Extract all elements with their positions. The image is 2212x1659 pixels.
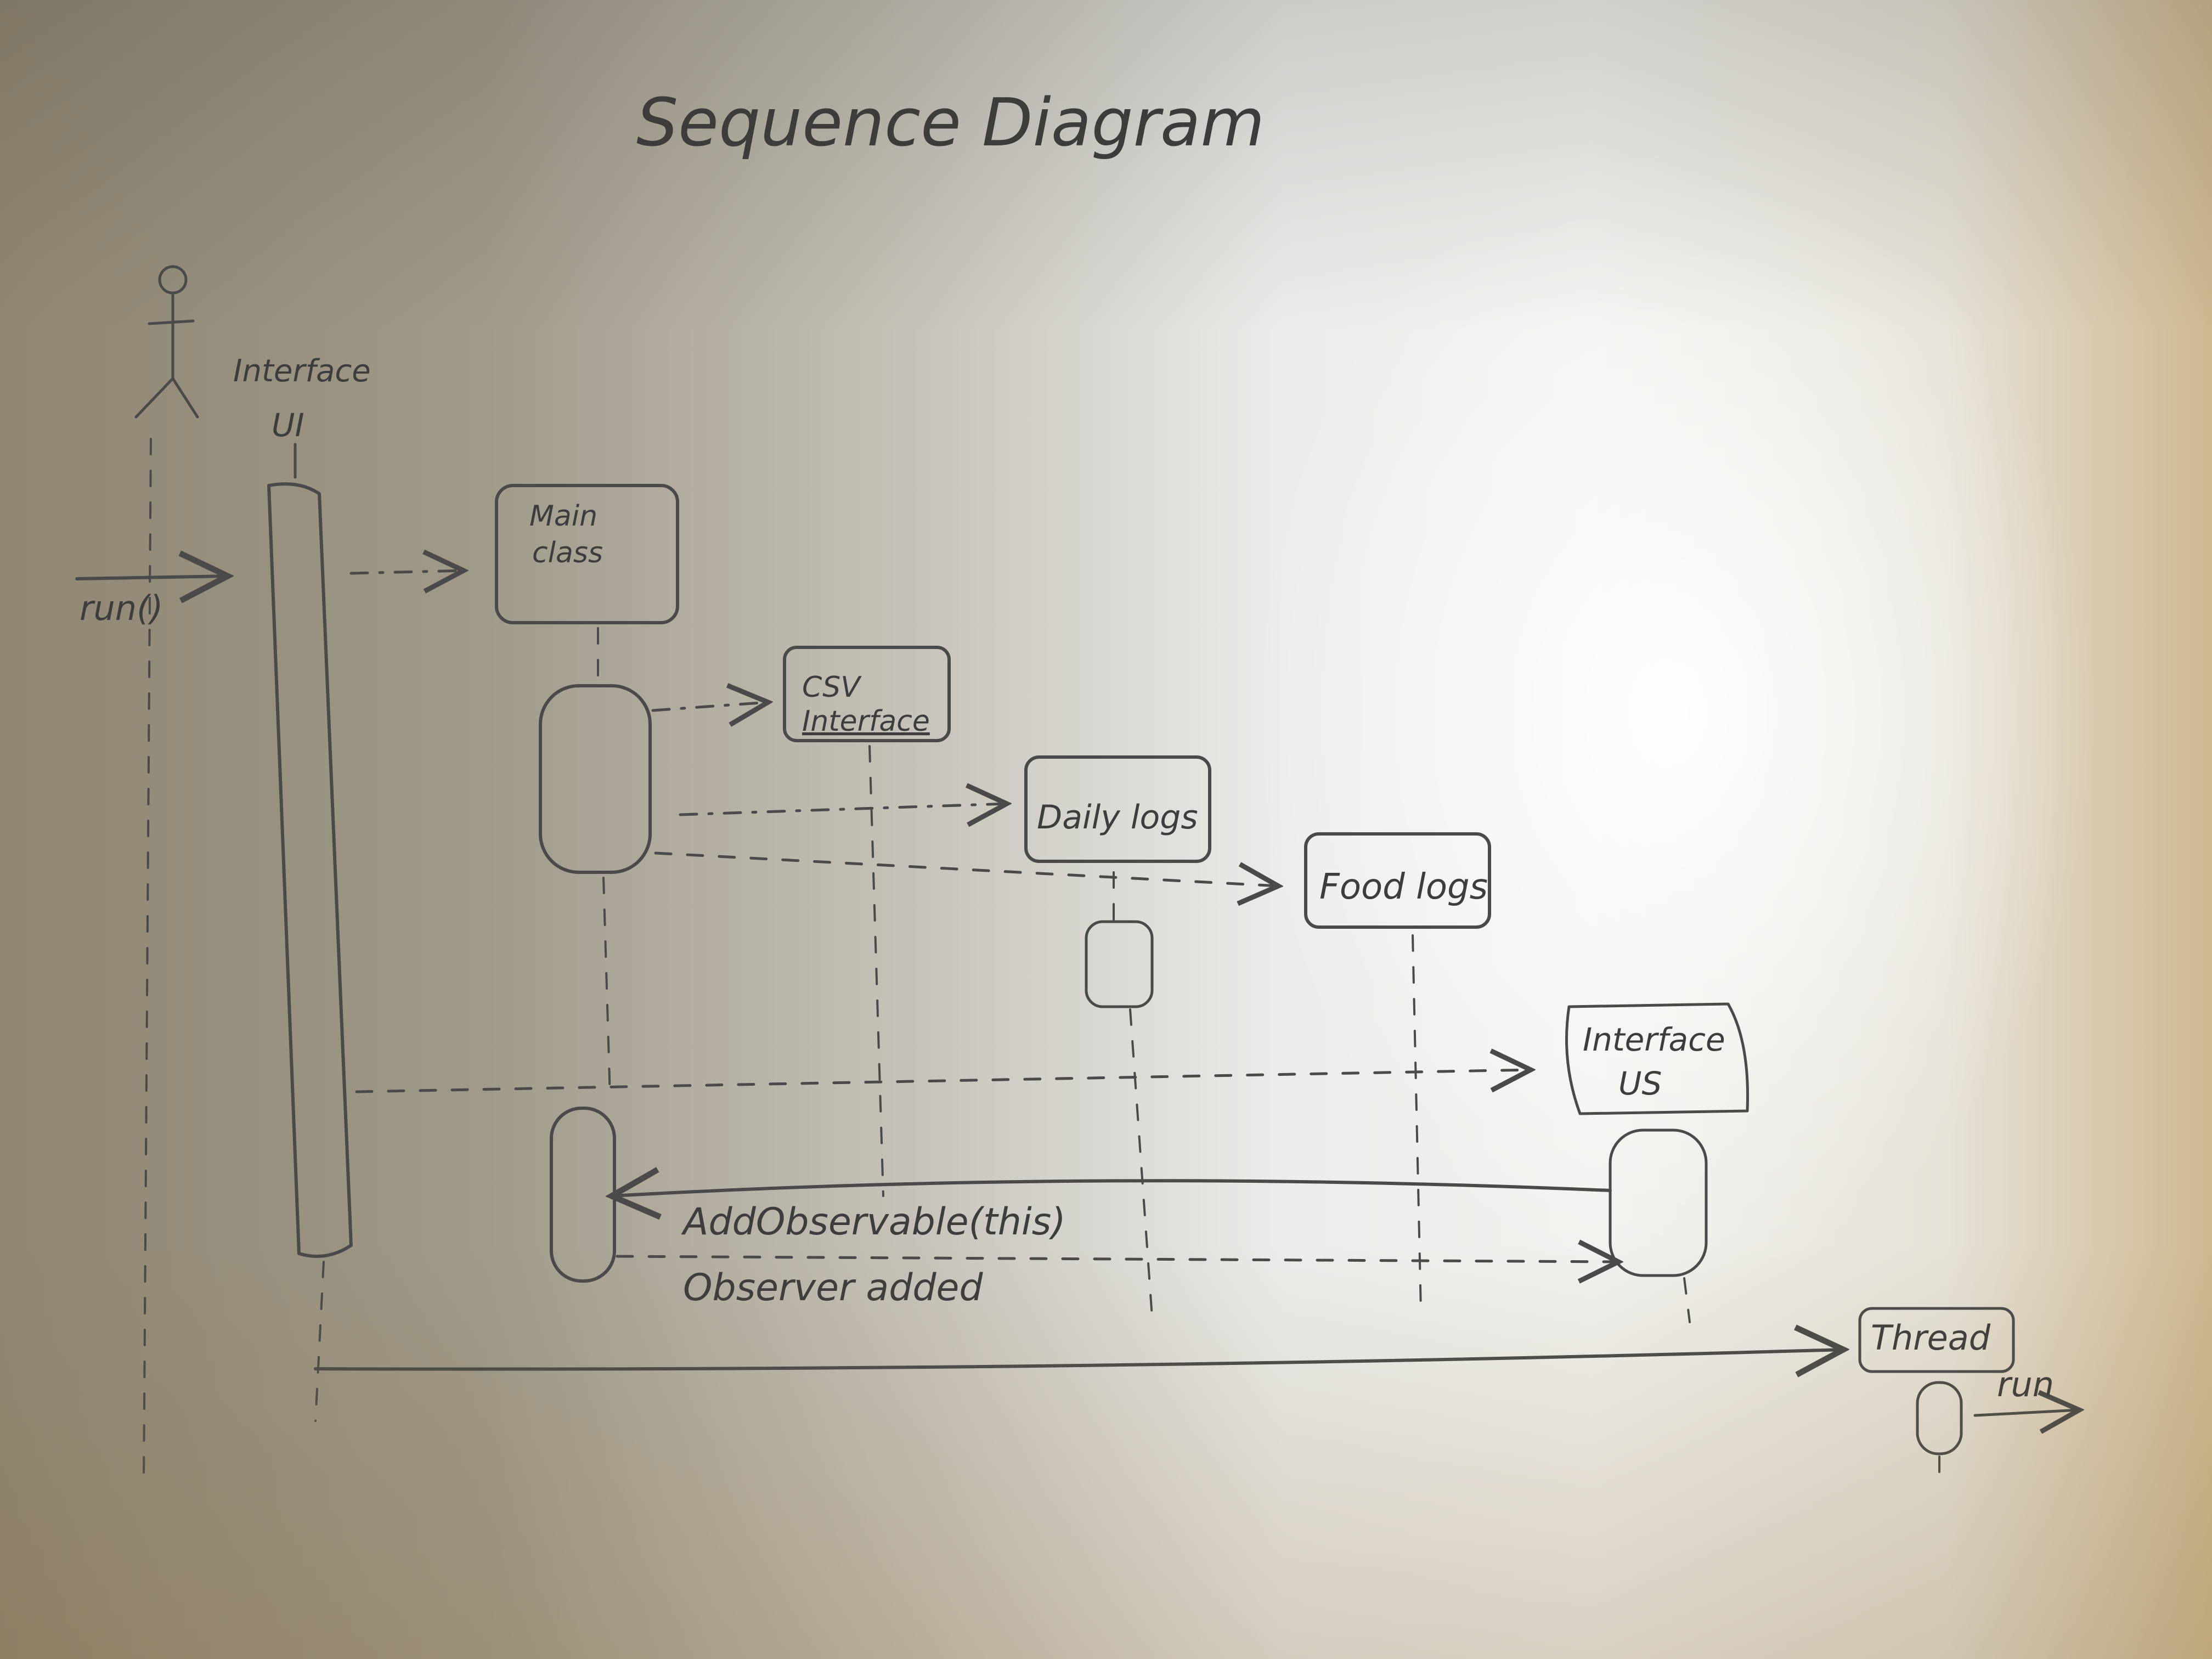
add-observable-arrow [612, 1181, 1612, 1196]
interface-ui-label-line1: Interface [233, 353, 371, 389]
observer-added-dashed-arrow [616, 1256, 1618, 1262]
run-call-arrow [75, 576, 228, 579]
food-logs-label: Food logs [1319, 867, 1488, 907]
thread-activation [1916, 1381, 1963, 1455]
thread-box [1858, 1307, 2015, 1373]
csv-interface-label-line1: CSV [802, 671, 862, 704]
csv-interface-box [783, 646, 951, 742]
ui-to-interface-us-dashed-arrow [355, 1070, 1531, 1093]
csv-interface-lifeline [868, 745, 884, 1197]
thread-run-arrow [1973, 1410, 2079, 1415]
thread-label: Thread [1871, 1318, 1991, 1358]
main-to-csv-dashed-arrow [651, 702, 768, 710]
daily-logs-box [1024, 755, 1211, 863]
interface-ui-activation-bar [267, 482, 353, 1258]
interface-us-box [1565, 1002, 1750, 1115]
main-to-daily-logs-dashed-arrow [679, 804, 1007, 815]
food-logs-box [1304, 832, 1491, 929]
main-class-lifeline [602, 877, 611, 1098]
interface-us-activation [1609, 1128, 1708, 1277]
daily-logs-lifeline [1129, 1008, 1153, 1318]
main-class-label-line2: class [532, 537, 603, 569]
interface-us-lifeline [1683, 1277, 1691, 1323]
interface-ui-lifeline [314, 1261, 325, 1422]
csv-interface-label-line2: Interface [802, 705, 930, 738]
diagram-title: Sequence Diagram [636, 85, 1265, 161]
daily-logs-activation [1085, 920, 1154, 1008]
interface-us-label-line2: US [1618, 1065, 1662, 1102]
main-class-label-line1: Main [529, 500, 597, 533]
ui-to-main-dashed-arrow [349, 571, 464, 573]
run-call-label: run() [80, 588, 163, 628]
thread-run-label: run [1997, 1364, 2054, 1404]
main-to-food-logs-dashed-arrow [654, 851, 1278, 886]
daily-logs-label: Daily logs [1037, 798, 1198, 837]
interface-ui-label-line2: UI [272, 407, 304, 444]
main-class-activation-2 [550, 1107, 616, 1283]
actor-stick-figure [134, 265, 199, 419]
observer-added-label: Observer added [683, 1266, 983, 1310]
food-logs-lifeline [1412, 934, 1422, 1312]
main-class-box [495, 484, 679, 624]
add-observable-label: AddObservable(this) [681, 1200, 1066, 1244]
actor-lifeline [143, 438, 152, 1482]
interface-us-label-line1: Interface [1583, 1021, 1725, 1058]
ui-to-thread-arrow [314, 1350, 1843, 1369]
main-class-activation [539, 684, 652, 874]
